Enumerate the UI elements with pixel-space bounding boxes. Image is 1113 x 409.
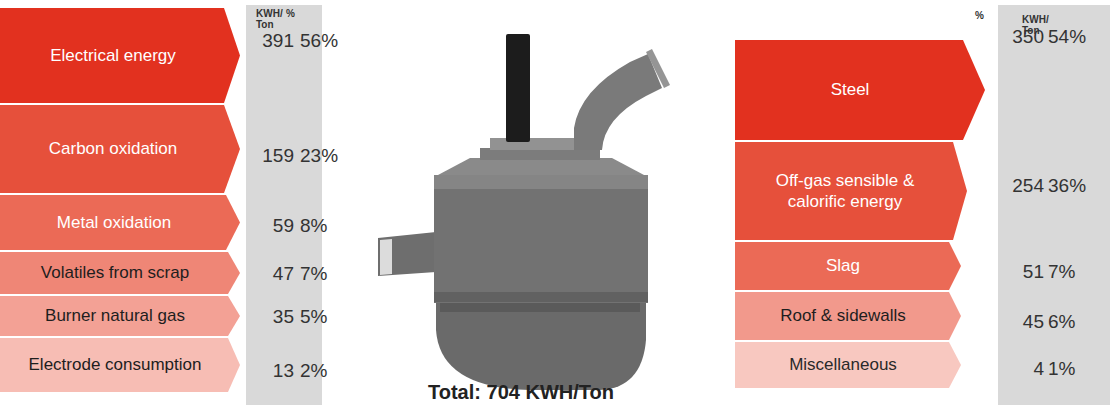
- value-label: 6%: [1048, 312, 1098, 333]
- value-label: 36%: [1048, 176, 1098, 197]
- value-label: 159: [250, 146, 294, 167]
- energy-band: Electrical energy: [0, 8, 240, 103]
- energy-band: Metal oxidation: [0, 195, 240, 250]
- value-label: 7%: [1048, 262, 1098, 283]
- band-label: Electrical energy: [50, 45, 176, 66]
- energy-band: Miscellaneous: [735, 342, 961, 388]
- value-label: 8%: [300, 216, 340, 237]
- column-header: %: [286, 8, 306, 19]
- band-label: Volatiles from scrap: [41, 262, 189, 283]
- value-label: 5%: [300, 307, 340, 328]
- value-label: 35: [250, 307, 294, 328]
- band-label: Burner natural gas: [45, 305, 185, 326]
- value-label: 51: [1000, 262, 1044, 283]
- band-label: Miscellaneous: [789, 354, 897, 375]
- value-label: 13: [250, 361, 294, 382]
- energy-band: Off-gas sensible & calorific energy: [735, 142, 967, 240]
- band-label: Slag: [826, 255, 860, 276]
- band-label: Metal oxidation: [57, 212, 171, 233]
- value-column: [246, 5, 322, 405]
- energy-band: Electrode consumption: [0, 338, 240, 392]
- band-label: Steel: [831, 79, 870, 100]
- column-header: %: [975, 10, 995, 21]
- value-label: 254: [1000, 176, 1044, 197]
- value-label: 1%: [1048, 359, 1098, 380]
- value-label: 4: [1000, 359, 1044, 380]
- energy-band: Roof & sidewalls: [735, 292, 961, 340]
- band-label: Roof & sidewalls: [780, 305, 906, 326]
- energy-band: Burner natural gas: [0, 296, 240, 336]
- band-label: Carbon oxidation: [49, 138, 178, 159]
- value-label: 23%: [300, 146, 340, 167]
- value-label: 7%: [300, 264, 340, 285]
- band-label: Off-gas sensible & calorific energy: [748, 170, 942, 213]
- value-label: 45: [1000, 312, 1044, 333]
- energy-band: Slag: [735, 242, 961, 290]
- furnace: [378, 34, 670, 390]
- energy-band: Carbon oxidation: [0, 105, 240, 193]
- value-column: [998, 5, 1110, 405]
- band-label: Electrode consumption: [29, 354, 202, 375]
- value-label: 59: [250, 216, 294, 237]
- value-label: 2%: [300, 361, 340, 382]
- total-label: Total: 704 KWH/Ton: [428, 381, 614, 403]
- value-label: 350: [1000, 27, 1044, 48]
- value-label: 47: [250, 264, 294, 285]
- value-label: 391: [250, 31, 294, 52]
- column-header: KWH/ Ton: [256, 8, 286, 30]
- value-label: 56%: [300, 31, 340, 52]
- energy-band: Volatiles from scrap: [0, 252, 240, 294]
- value-label: 54%: [1048, 27, 1098, 48]
- energy-band: Steel: [735, 40, 985, 140]
